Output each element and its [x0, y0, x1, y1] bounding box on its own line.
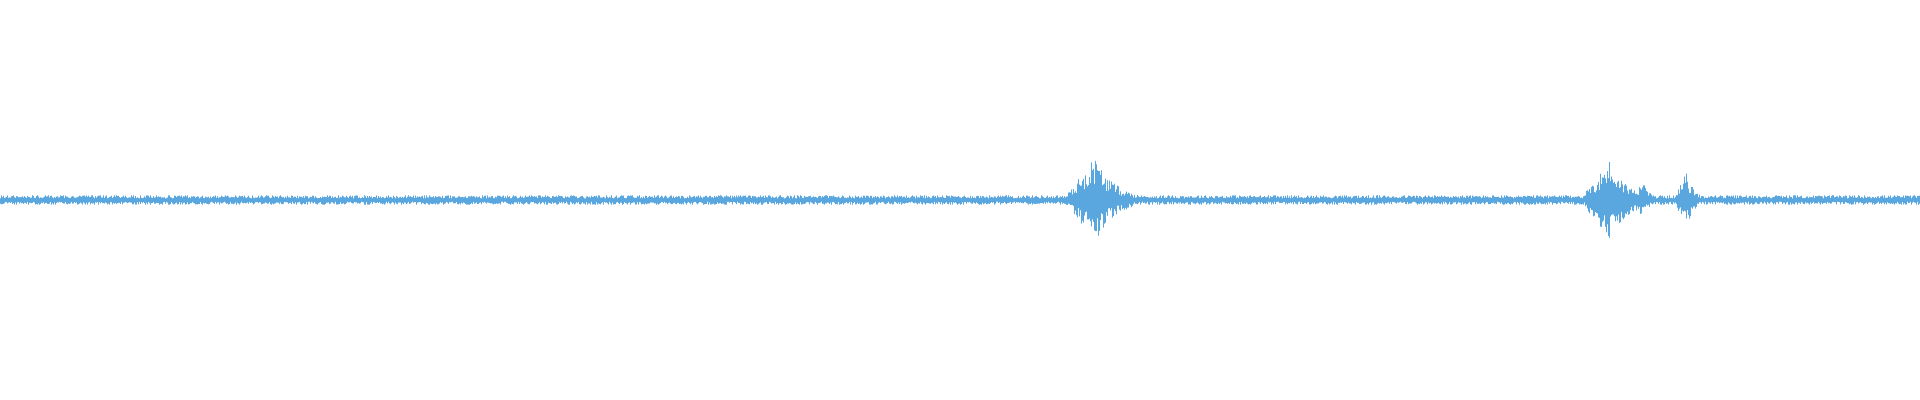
waveform-signal	[0, 160, 1920, 238]
